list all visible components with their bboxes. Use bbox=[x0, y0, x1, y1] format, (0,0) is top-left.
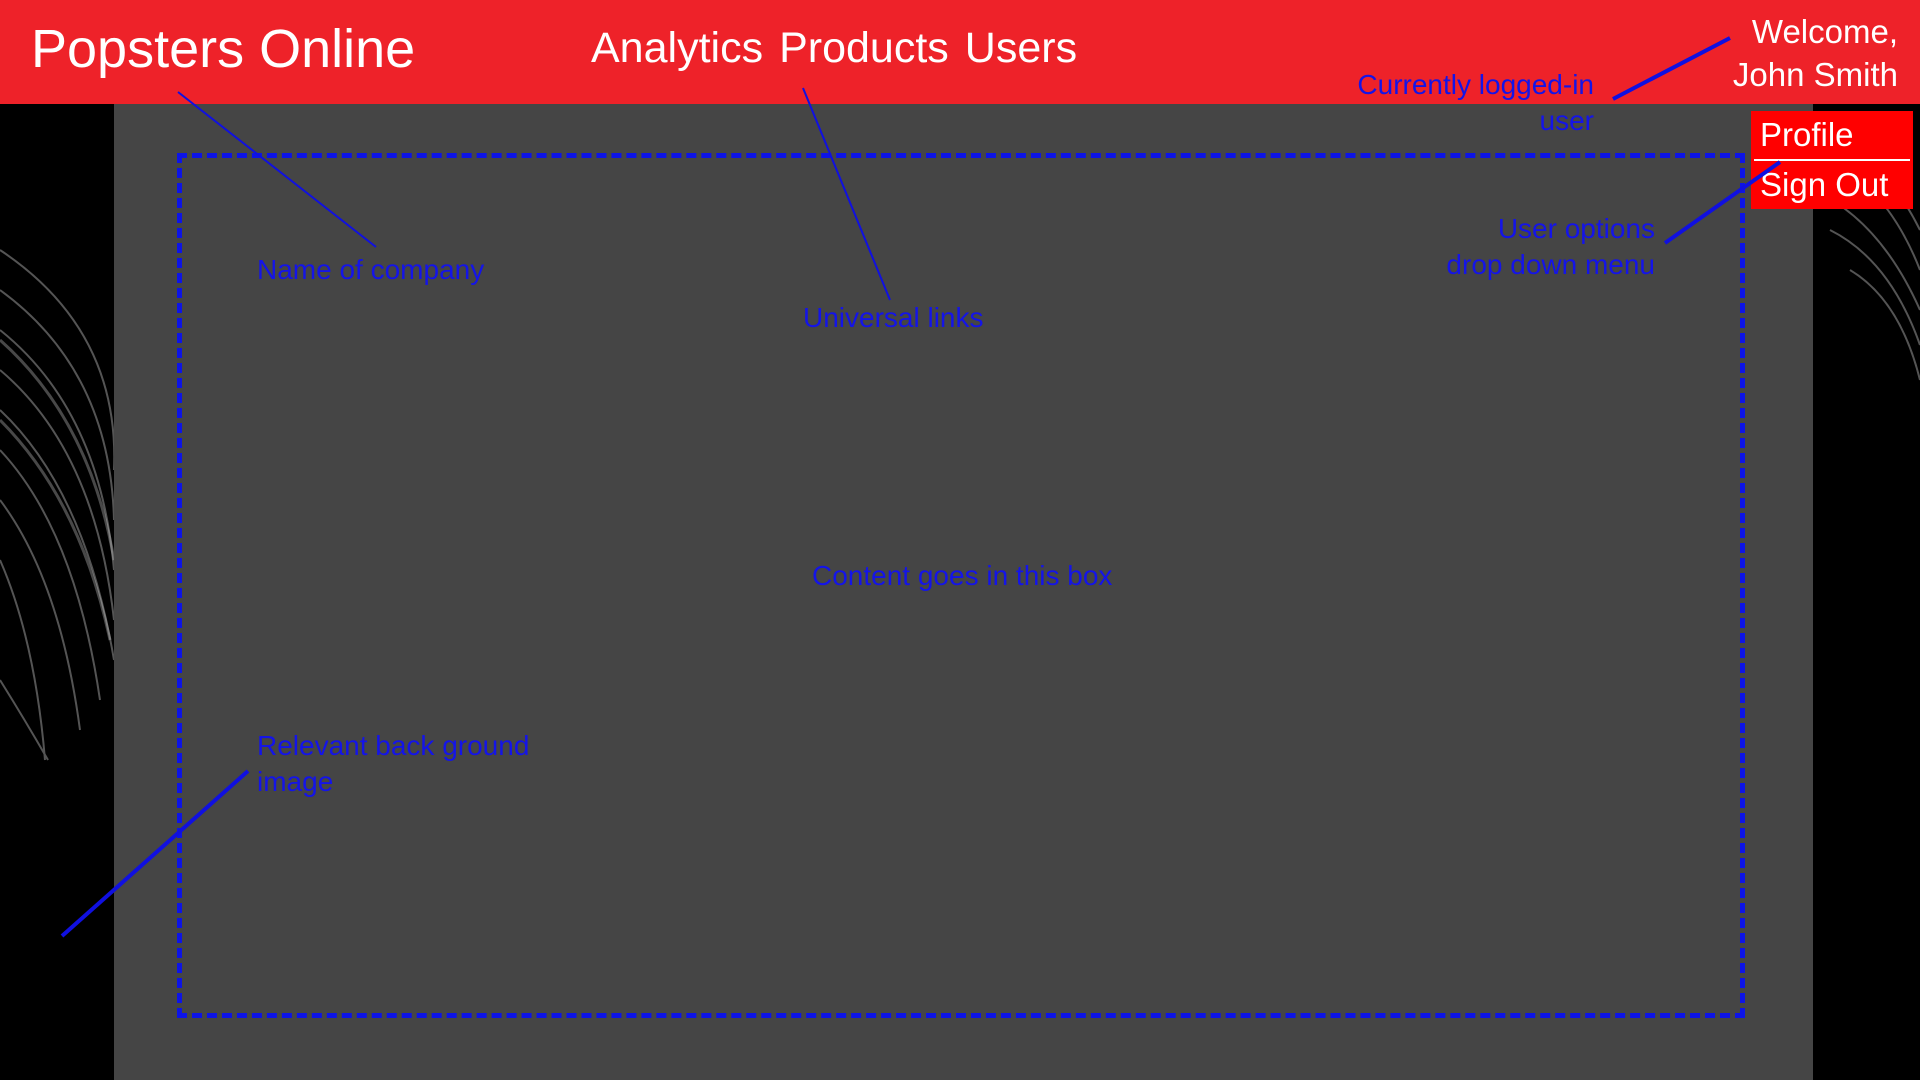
annotation-user-options-line1: User options bbox=[1497, 213, 1655, 244]
annotation-logged-in-user: Currently logged-in user bbox=[1357, 67, 1594, 139]
nav-link-users[interactable]: Users bbox=[964, 24, 1078, 72]
universal-nav: Analytics Products Users bbox=[591, 27, 1077, 70]
annotation-company: Name of company bbox=[257, 254, 485, 285]
content-panel bbox=[114, 104, 1813, 1080]
welcome-username: John Smith bbox=[1732, 56, 1898, 93]
annotation-user-options-line2: drop down menu bbox=[1446, 249, 1655, 280]
nav-link-analytics[interactable]: Analytics bbox=[591, 24, 764, 72]
annotation-background-line1: Relevant back ground bbox=[257, 730, 530, 761]
menu-item-profile[interactable]: Profile bbox=[1760, 116, 1854, 153]
header-bar: Popsters Online Analytics Products Users… bbox=[0, 0, 1920, 104]
user-options-menu: Profile Sign Out bbox=[1751, 111, 1913, 209]
welcome-greeting: Welcome, bbox=[1751, 13, 1898, 50]
nav-link-products[interactable]: Products bbox=[779, 24, 949, 72]
content-box bbox=[177, 153, 1745, 1018]
company-name[interactable]: Popsters Online bbox=[31, 19, 416, 79]
annotation-background-image: Relevant back ground image bbox=[257, 728, 529, 800]
welcome-user[interactable]: Welcome, John Smith bbox=[1733, 10, 1898, 96]
annotation-background-line2: image bbox=[257, 766, 334, 797]
annotation-universal-links: Universal links bbox=[803, 302, 984, 333]
menu-divider bbox=[1754, 159, 1910, 161]
annotation-logged-in-line1: Currently logged-in bbox=[1357, 69, 1594, 100]
annotation-user-options: User options drop down menu bbox=[1446, 211, 1655, 283]
menu-item-sign-out[interactable]: Sign Out bbox=[1760, 166, 1889, 203]
annotation-logged-in-line2: user bbox=[1539, 105, 1594, 136]
annotation-content-box: Content goes in this box bbox=[812, 560, 1113, 591]
